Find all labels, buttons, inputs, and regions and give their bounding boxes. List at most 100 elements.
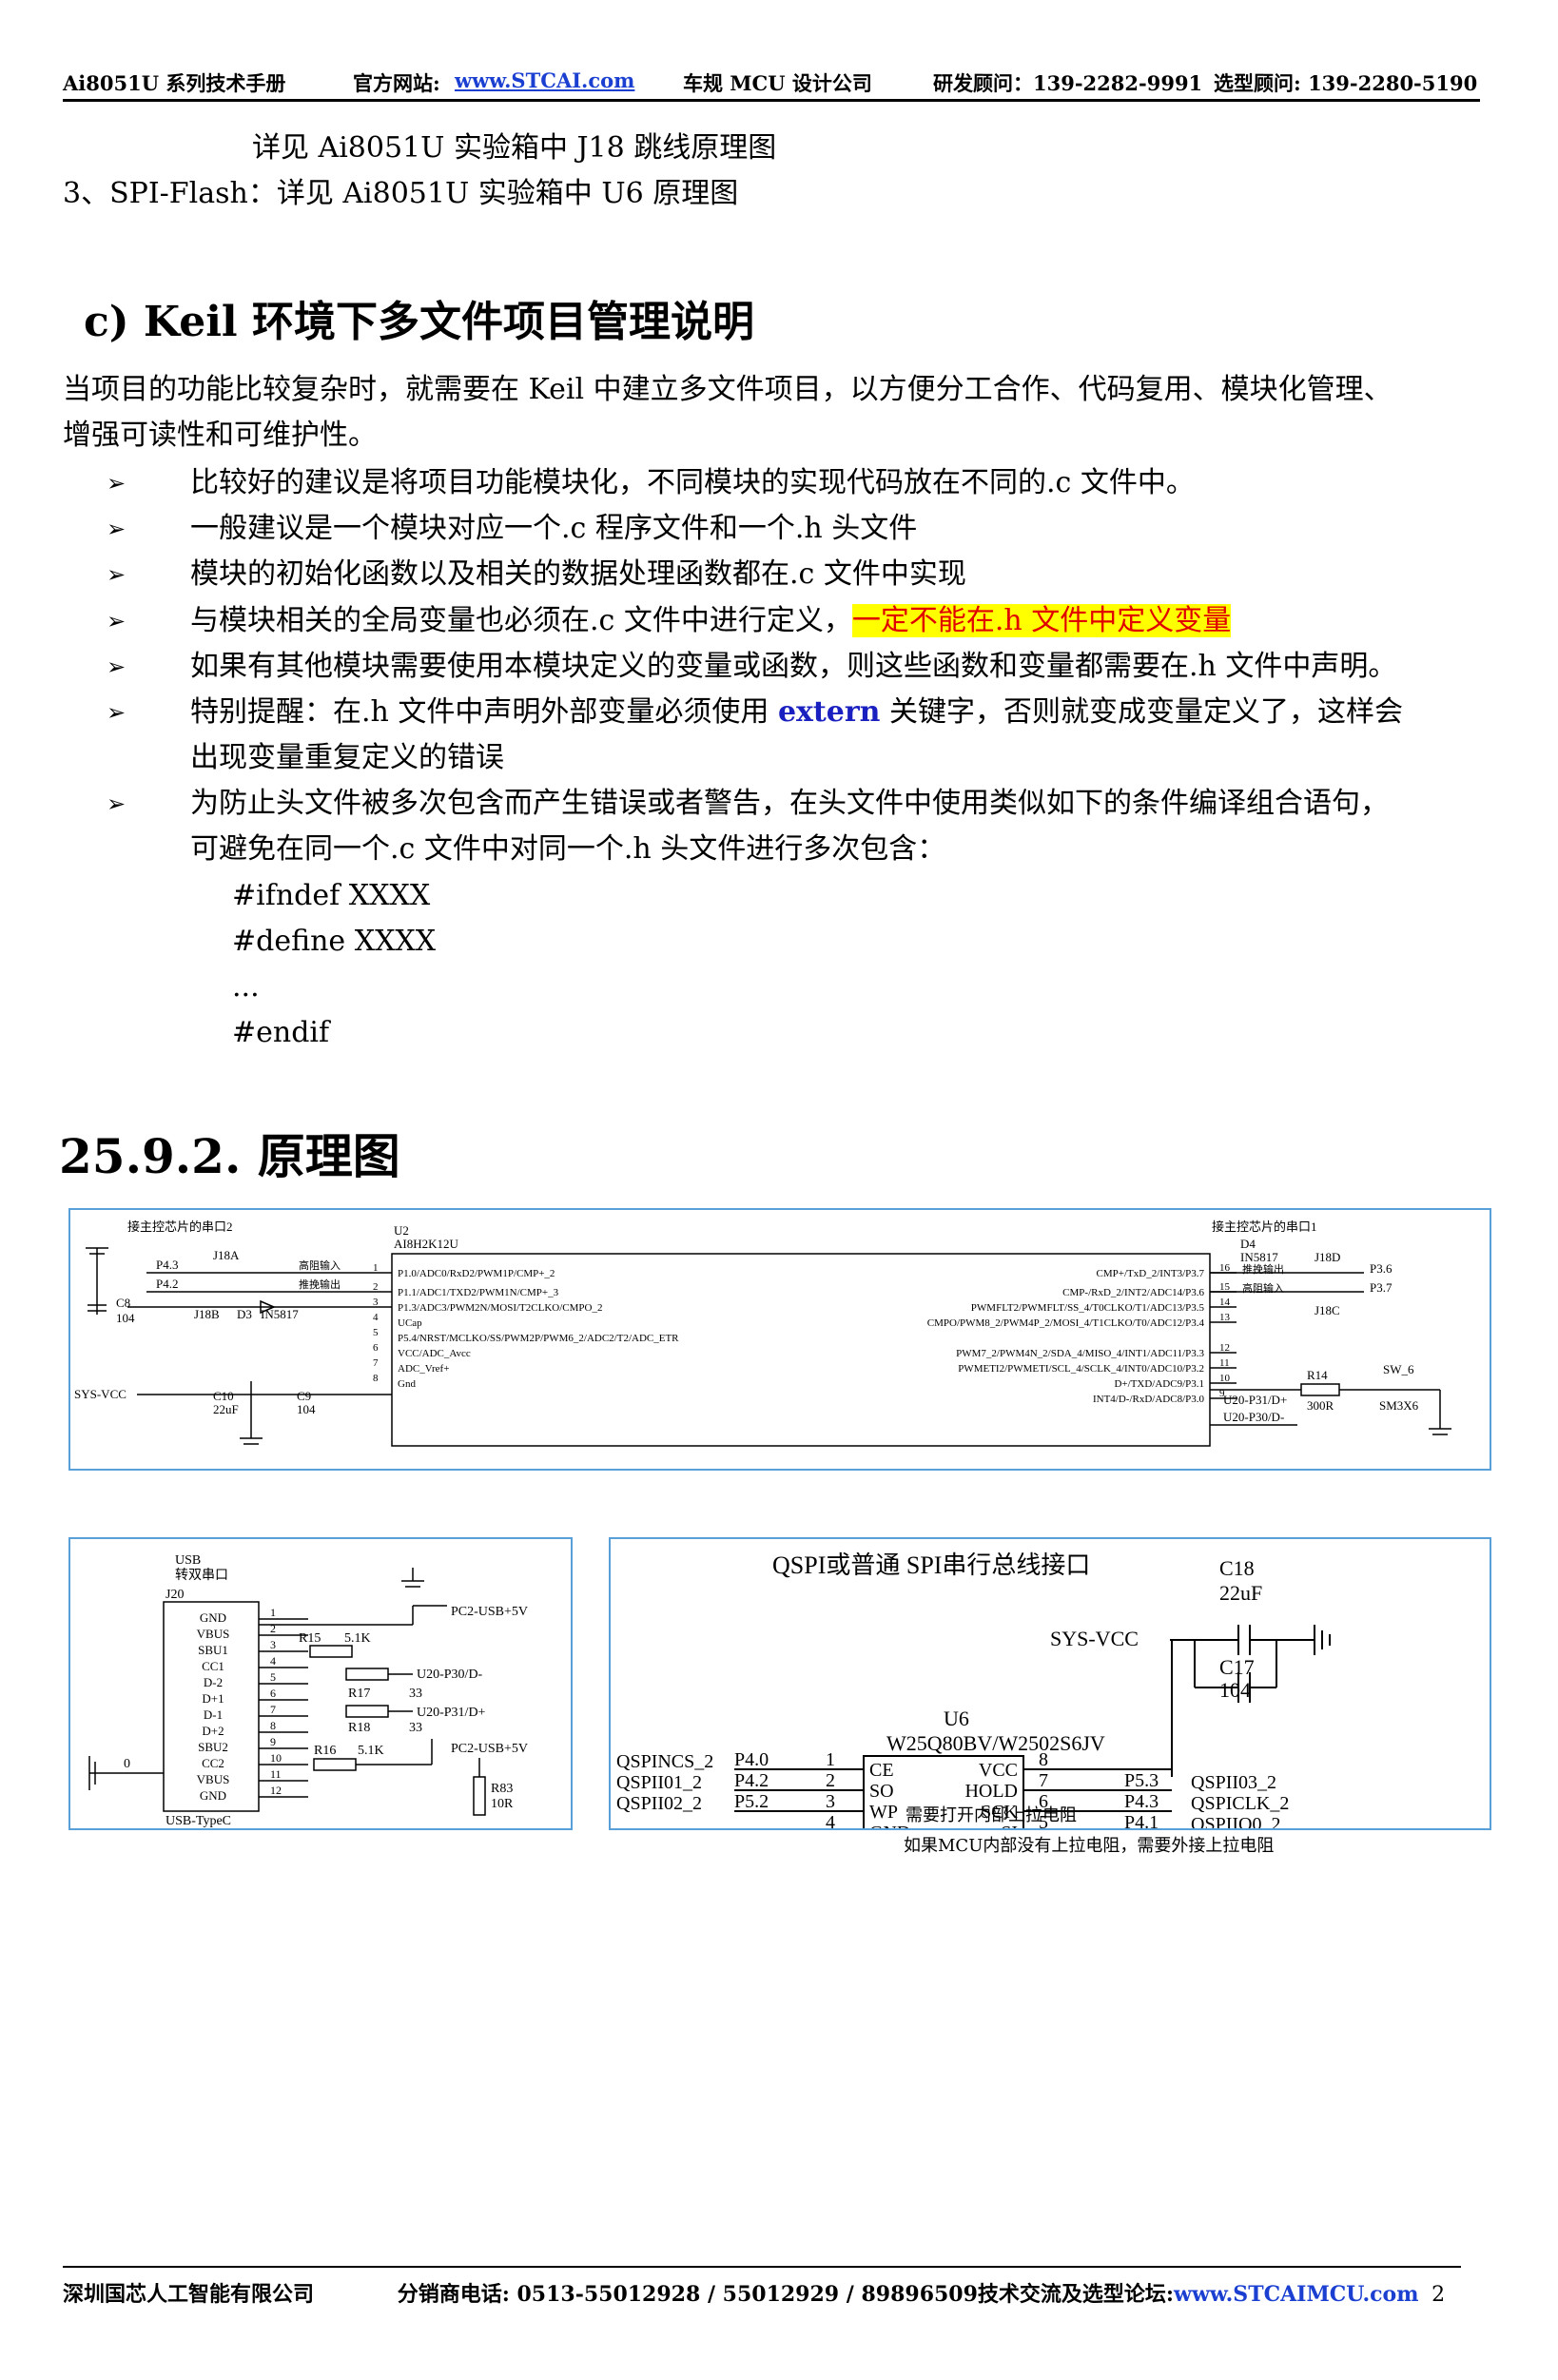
svg-text:J18D: J18D: [1315, 1250, 1340, 1264]
u2-right-pin: CMPO/PWM8_2/PWM4P_2/MOSI_4/T1CLKO/T0/ADC…: [927, 1317, 1205, 1329]
port-label: P5.2: [734, 1791, 769, 1812]
svg-text:C8: C8: [116, 1296, 130, 1310]
schematic-u2: 接主控芯片的串口2 接主控芯片的串口1 U2 AI8H2K12U P1.0/AD…: [68, 1208, 1491, 1471]
svg-text:J18B: J18B: [194, 1307, 220, 1321]
port-label: P4.2: [734, 1770, 769, 1791]
svg-text:R14: R14: [1307, 1368, 1328, 1382]
resistor-icon: [309, 1645, 353, 1658]
flash-left-pin: CE: [869, 1760, 894, 1781]
svg-text:P3.7: P3.7: [1370, 1280, 1392, 1295]
usb-pin-label: GND: [200, 1788, 226, 1803]
svg-text:R18: R18: [348, 1721, 370, 1735]
page-header: Ai8051U 系列技术手册 官方网站: www.STCAI.com 车规 MC…: [63, 67, 1480, 102]
net-label: QSPII03_2: [1191, 1772, 1276, 1793]
svg-text:C17: C17: [1219, 1655, 1255, 1679]
port-label: P4.3: [1124, 1791, 1159, 1812]
code-line: ...: [232, 970, 260, 1004]
pin-number: 11: [270, 1767, 282, 1781]
bullet-6: 特别提醒：在.h 文件中声明外部变量必须使用 extern 关键字，否则就变成变…: [190, 695, 1404, 729]
u2-left-pin: UCap: [398, 1317, 422, 1329]
svg-text:R16: R16: [314, 1744, 336, 1758]
usb-pin-label: CC2: [202, 1756, 224, 1770]
forum-link[interactable]: www.STCAIMCU.com: [1174, 2282, 1419, 2307]
footer-phone: 分销商电话: 0513-55012928 / 55012929 / 898965…: [397, 2282, 1175, 2307]
svg-text:IN5817: IN5817: [261, 1307, 299, 1321]
para-line1: 当项目的功能比较复杂时，就需要在 Keil 中建立多文件项目，以方便分工合作、代…: [63, 373, 1392, 406]
code-line: #endif: [232, 1016, 330, 1049]
pin-number: 1: [373, 1262, 379, 1274]
usb-pin-label: CC1: [202, 1659, 224, 1673]
page-footer: 深圳国芯人工智能有限公司 分销商电话: 0513-55012928 / 5501…: [63, 2266, 1461, 2308]
svg-text:SYS-VCC: SYS-VCC: [74, 1387, 127, 1401]
svg-text:104: 104: [297, 1402, 316, 1416]
svg-text:U20-P31/D+: U20-P31/D+: [417, 1706, 486, 1720]
usb-pin-label: VBUS: [197, 1772, 230, 1786]
intro-line1: 详见 Ai8051U 实验箱中 J18 跳线原理图: [252, 131, 777, 165]
pin-number: 1: [270, 1606, 276, 1619]
svg-text:C9: C9: [297, 1389, 311, 1403]
code-line: #ifndef XXXX: [232, 879, 431, 912]
pin-number: 9: [1219, 1388, 1225, 1399]
extern-keyword: extern: [777, 695, 881, 729]
svg-text:USB: USB: [175, 1553, 201, 1568]
bullet-2: 一般建议是一个模块对应一个.c 程序文件和一个.h 头文件: [190, 512, 918, 545]
diode-icon: [260, 1299, 276, 1315]
svg-text:IN5817: IN5817: [1240, 1250, 1278, 1264]
usb-typec-connector: [163, 1601, 260, 1812]
svg-text:104: 104: [1219, 1678, 1251, 1702]
svg-text:J18A: J18A: [213, 1248, 240, 1262]
net-label: QSPII01_2: [616, 1772, 702, 1793]
flash-right-pin: VCC: [979, 1760, 1018, 1781]
flash-left-pin: WP: [869, 1802, 898, 1823]
bullet-arrow-icon: ➢: [107, 608, 127, 634]
usb-pin-label: D+2: [202, 1724, 224, 1738]
port-label: P4.1: [1124, 1812, 1159, 1828]
pin-number: 15: [1219, 1281, 1231, 1293]
svg-text:22uF: 22uF: [1219, 1581, 1262, 1605]
svg-text:USB-TypeC: USB-TypeC: [166, 1814, 231, 1828]
u2-left-pin: P1.1/ADC1/TXD2/PWM1N/CMP+_3: [398, 1287, 559, 1298]
svg-text:U2: U2: [394, 1223, 409, 1238]
qspi-title: QSPI或普通 SPI串行总线接口: [772, 1551, 1090, 1579]
pin-number: 4: [826, 1812, 835, 1828]
bullet-7: 为防止头文件被多次包含而产生错误或者警告，在头文件中使用类似如下的条件编译组合语…: [190, 787, 1389, 820]
resistor-icon: [1300, 1383, 1340, 1396]
bullet-4: 与模块相关的全局变量也必须在.c 文件中进行定义，一定不能在.h 文件中定义变量: [190, 604, 1232, 637]
footer-company: 深圳国芯人工智能有限公司: [63, 2282, 315, 2307]
section-2592-title: 25.9.2. 原理图: [59, 1128, 400, 1184]
svg-text:33: 33: [409, 1721, 422, 1735]
flash-left-pin: SO: [869, 1781, 894, 1802]
flash-right-pin: HOLD: [964, 1781, 1018, 1802]
net-label: QSPICLK_2: [1191, 1793, 1289, 1814]
svg-text:SW_6: SW_6: [1383, 1362, 1414, 1376]
svg-text:R15: R15: [299, 1631, 321, 1646]
pin-number: 3: [270, 1638, 276, 1651]
pin-number: 12: [270, 1784, 282, 1797]
pin-number: 7: [1039, 1770, 1048, 1791]
site-link[interactable]: www.STCAI.com: [455, 68, 635, 92]
pin-number: 12: [1219, 1342, 1230, 1354]
svg-text:C18: C18: [1219, 1556, 1255, 1580]
rd-contact: 研发顾问：139-2282-9991: [933, 71, 1203, 95]
svg-text:D4: D4: [1240, 1237, 1256, 1251]
pin-number: 7: [373, 1357, 379, 1369]
u2-left-pin: P5.4/NRST/MCLKO/SS/PWM2P/PWM6_2/ADC2/T2/…: [398, 1333, 679, 1344]
pin-number: 5: [270, 1670, 276, 1684]
bullet-5: 如果有其他模块需要使用本模块定义的变量或函数，则这些函数和变量都需要在.h 文件…: [190, 650, 1397, 683]
net-label: QSPII02_2: [616, 1793, 702, 1814]
pin-number: 8: [270, 1719, 276, 1732]
pin-number: 9: [270, 1735, 276, 1748]
bullet-arrow-icon: ➢: [107, 699, 127, 726]
schematic-qspi: QSPI或普通 SPI串行总线接口 C18 22uF C17 104 SYS-V…: [609, 1537, 1491, 1872]
svg-text:PC2-USB+5V: PC2-USB+5V: [451, 1605, 528, 1619]
flash-left-pin: GND: [869, 1823, 910, 1828]
svg-text:推挽输出: 推挽输出: [299, 1278, 341, 1291]
pin-number: 3: [373, 1297, 379, 1308]
code-line: #define XXXX: [232, 925, 437, 958]
resistor-icon: [313, 1758, 357, 1771]
pin-number: 11: [1219, 1357, 1230, 1369]
flash-chip-name: W25Q80BV/W2502S6JV: [886, 1731, 1105, 1755]
pullup-note: 如果MCU内部没有上拉电阻，需要外接上拉电阻: [904, 1836, 1275, 1856]
pin-number: 4: [373, 1312, 379, 1323]
bullet-1: 比较好的建议是将项目功能模块化，不同模块的实现代码放在不同的.c 文件中。: [190, 466, 1195, 499]
